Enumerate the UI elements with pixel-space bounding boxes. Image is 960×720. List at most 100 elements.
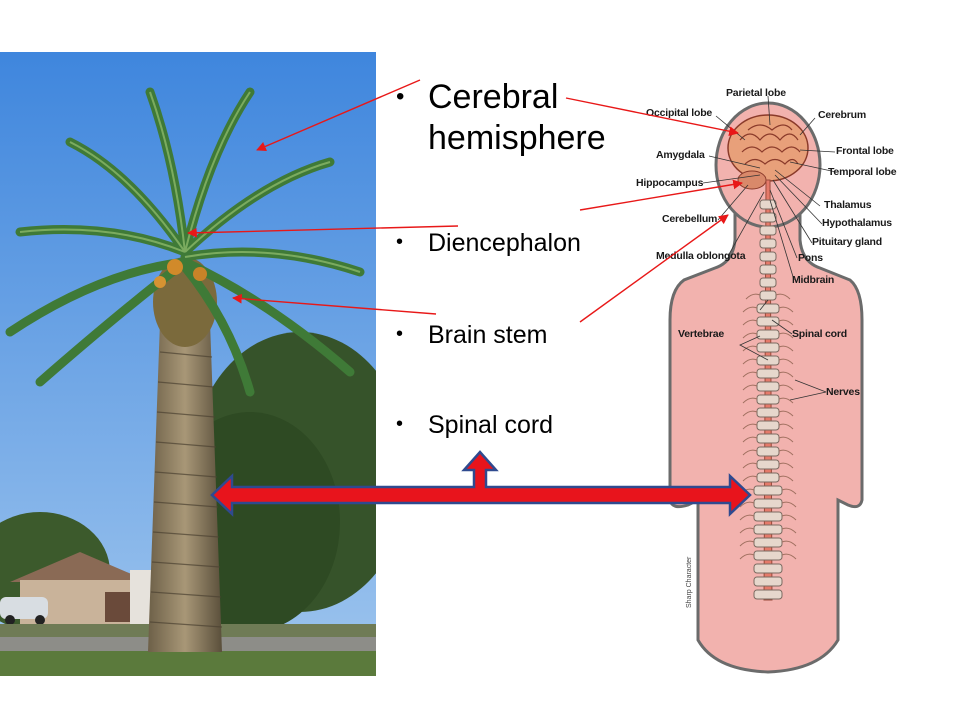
vertebra [756,303,780,314]
nerve-branch [742,384,758,391]
nerve-branch [778,319,794,326]
nerve-branch [778,384,794,391]
palm-tree-photo [0,52,376,676]
nerve-branch [781,553,797,560]
nerve-branch [778,423,794,430]
vertebra [753,537,783,548]
label-occipital-lobe: Occipital lobe [646,107,713,119]
nerve-branch [742,371,758,378]
label-cerebrum: Cerebrum [818,109,866,121]
nerve-branch [778,436,794,443]
label-frontal-lobe: Frontal lobe [836,145,894,157]
nerve-branch [781,540,797,547]
vertebra [756,407,780,418]
vertebra [756,459,780,470]
nerve-branch [742,410,758,417]
vertebra [756,342,780,353]
nerve-branch [778,332,794,339]
label-thalamus: Thalamus [824,199,872,211]
nerve-branch [778,462,794,469]
vertebra [753,576,783,587]
nervous-system-diagram [668,95,864,674]
vertebra [756,381,780,392]
vertebra [753,524,783,535]
nerve-branch [742,306,758,313]
vertebra [756,368,780,379]
vertebra [756,329,780,340]
nerve-branch [781,488,797,495]
vertebra [756,433,780,444]
nerve-branch [781,527,797,534]
vertebra [753,511,783,522]
vertebra [759,199,777,210]
label-hypothalamus: Hypothalamus [822,217,892,229]
brain-folds [739,124,801,165]
nerve-branch [739,540,755,547]
nerve-branch [742,319,758,326]
nerve-branch [778,475,794,482]
nerve-branch [742,332,758,339]
vertebra [759,290,777,301]
label-hippocampus: Hippocampus [636,177,704,189]
vertebra [756,355,780,366]
nerve-branch [781,501,797,508]
vertebra [753,589,783,600]
nerve-branch [778,306,794,313]
label-temporal-lobe: Temporal lobe [828,166,897,178]
bullet-dot: • [396,323,404,345]
nerves [739,293,797,560]
vertebrae-stack [753,199,783,600]
label-amygdala: Amygdala [656,149,705,161]
label-spinal-cord: Spinal cord [792,328,847,340]
bullet-text: Spinal cord [428,411,554,439]
nerve-branch [742,436,758,443]
bullet-dot: • [396,231,404,253]
label-cerebellum: Cerebellum [662,213,718,225]
bullet-cerebral-hemisphere: • Cerebral hemisphere [396,77,616,159]
bullet-dot: • [396,413,404,435]
vertebra [759,212,777,223]
vertebra [756,472,780,483]
vertebra [756,420,780,431]
nerve-branch [742,397,758,404]
bullet-text: Brain stem [428,321,548,349]
bullet-text: Diencephalon [428,229,581,257]
label-parietal-lobe: Parietal lobe [726,87,786,99]
nerve-branch [739,553,755,560]
vertebra [756,446,780,457]
vertebra [759,251,777,262]
vertebra [759,277,777,288]
nerve-branch [778,397,794,404]
vertebra [753,498,783,509]
bullet-diencephalon: • Diencephalon [396,228,581,258]
nerve-branch [778,371,794,378]
nerve-branch [778,410,794,417]
vertebra [756,316,780,327]
bullet-brain-stem: • Brain stem [396,320,547,350]
nerve-branch [745,293,761,300]
leader-lines [702,95,837,401]
vertebra [759,238,777,249]
vertebra [753,550,783,561]
nerve-branch [778,358,794,365]
nerve-branch [778,449,794,456]
nerve-branch [742,358,758,365]
label-medulla-oblongata: Medulla oblongota [656,250,746,262]
illustration-credit: Sharp Character [686,556,693,608]
nerve-branch [739,527,755,534]
label-nerves: Nerves [826,386,860,398]
label-pituitary-gland: Pituitary gland [812,236,882,248]
vertebra [753,563,783,574]
nerve-branch [742,423,758,430]
vertebra [759,264,777,275]
label-midbrain: Midbrain [792,274,835,286]
nerve-branch [781,514,797,521]
bullet-dot: • [396,83,405,110]
vertebra [753,485,783,496]
bullet-text: Cerebral hemisphere [428,78,606,157]
label-pons: Pons [798,252,823,264]
vertebra [756,394,780,405]
cerebellum-shape [737,170,767,190]
vertebra [759,225,777,236]
